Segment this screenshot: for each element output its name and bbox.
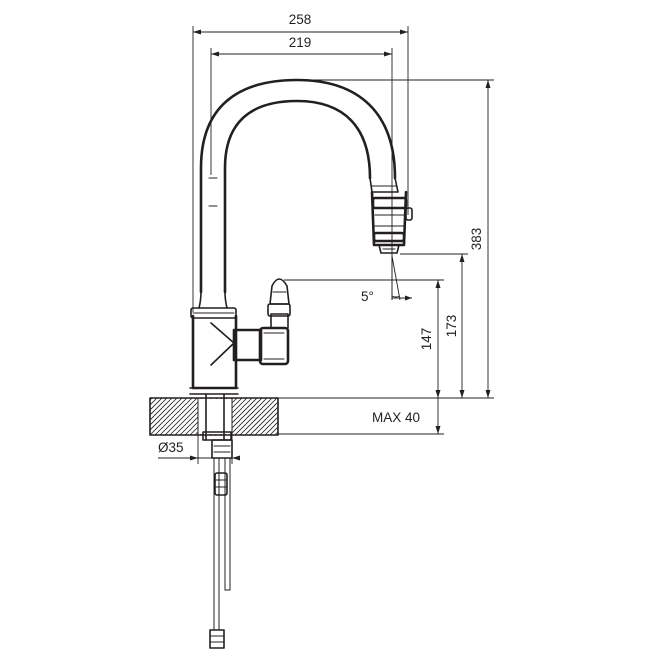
- hatch-line: [150, 398, 168, 416]
- hatch-line: [150, 398, 163, 411]
- hatch-line: [254, 411, 278, 435]
- hatch-line: [290, 395, 335, 440]
- hatch-line: [249, 406, 278, 435]
- hatch-line: [150, 398, 183, 431]
- countertop-section: [149, 395, 345, 440]
- hatch-line: [274, 431, 278, 435]
- dimension-lines: [158, 26, 494, 464]
- dim-spray-angle: 5°: [361, 289, 374, 304]
- spray-head: [370, 190, 413, 254]
- hatch-line: [150, 398, 188, 435]
- hatch-line: [154, 398, 193, 435]
- gooseneck-spout: [199, 78, 399, 294]
- supply-hoses: [202, 393, 233, 649]
- hatch-line: [150, 398, 173, 421]
- dim-outlet-height: 173: [444, 315, 459, 338]
- dim-max-counter-thickness: MAX 40: [372, 410, 420, 425]
- hatch-line: [295, 395, 340, 440]
- hatch-line: [300, 395, 345, 440]
- hatch-line: [150, 398, 178, 426]
- dim-handle-height: 147: [419, 328, 434, 351]
- hatch-line: [239, 398, 278, 435]
- hatch-line: [234, 398, 273, 435]
- dim-overall-width: 258: [289, 12, 312, 27]
- hatch-line: [269, 426, 278, 435]
- hatch-line: [159, 398, 198, 435]
- hatch-line: [150, 398, 158, 406]
- dim-hole-diameter: Ø35: [158, 440, 184, 455]
- hatch-line: [150, 398, 153, 401]
- hatch-line: [275, 395, 320, 440]
- hatch-line: [285, 395, 330, 440]
- hatch-line: [264, 421, 278, 435]
- dim-spout-reach: 219: [289, 35, 312, 50]
- hatch-line: [280, 395, 325, 440]
- faucet-body: [189, 278, 291, 395]
- dim-total-height: 383: [469, 228, 484, 251]
